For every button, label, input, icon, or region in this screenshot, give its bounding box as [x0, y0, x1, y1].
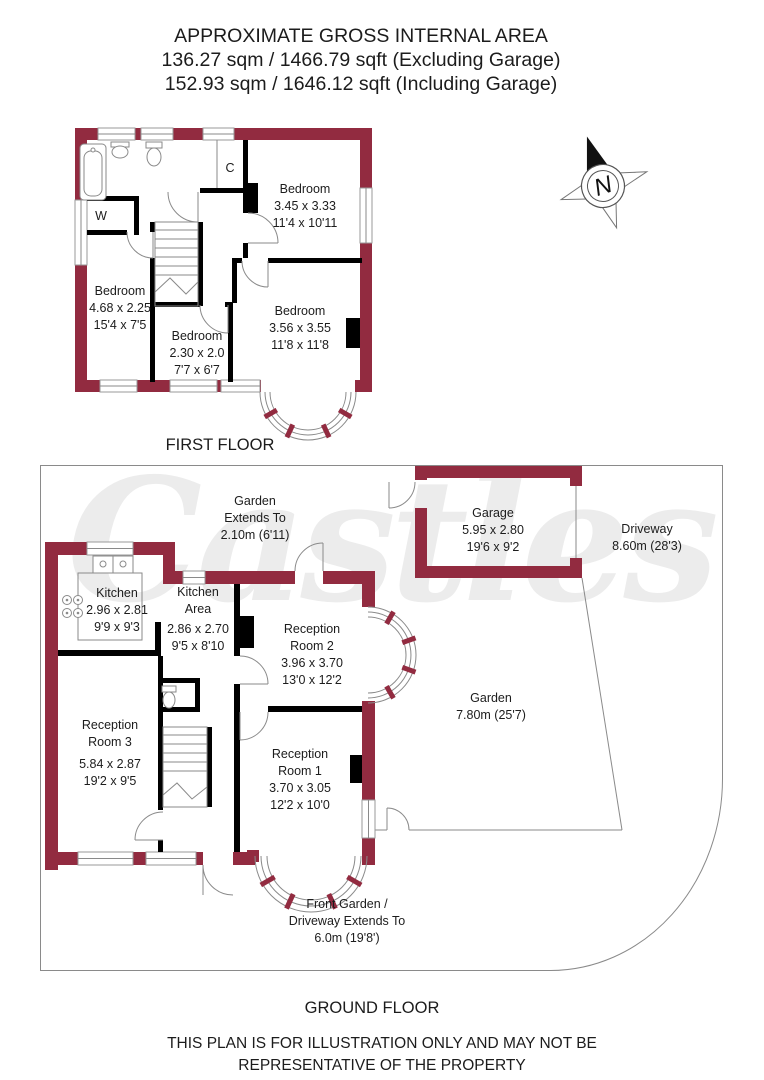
ground-floor-title: GROUND FLOOR — [305, 999, 440, 1017]
disclaimer-line2: REPRESENTATIVE OF THE PROPERTY — [238, 1057, 525, 1074]
disclaimer-line1: THIS PLAN IS FOR ILLUSTRATION ONLY AND M… — [167, 1035, 597, 1052]
driveway-label: Driveway 8.60m (28'3) — [612, 522, 682, 553]
svg-text:Room 1: Room 1 — [278, 764, 322, 778]
bedroom-left-label: Bedroom 4.68 x 2.25 15'4 x 7'5 — [89, 284, 151, 332]
svg-text:15'4 x 7'5: 15'4 x 7'5 — [94, 318, 147, 332]
svg-text:Room 2: Room 2 — [290, 639, 334, 653]
ground-floor-windows — [77, 541, 376, 866]
garage-label: Garage 5.95 x 2.80 19'6 x 9'2 — [462, 506, 524, 554]
svg-text:11'4 x 10'11: 11'4 x 10'11 — [273, 216, 338, 230]
svg-text:11'8 x 11'8: 11'8 x 11'8 — [271, 338, 329, 352]
rear-garden-label: Garden Extends To 2.10m (6'11) — [221, 494, 290, 542]
svg-text:2.96 x 2.81: 2.96 x 2.81 — [86, 603, 148, 617]
kitchen-area-label: Kitchen Area 2.86 x 2.70 9'5 x 8'10 — [167, 585, 229, 653]
first-floor-title: FIRST FLOOR — [166, 436, 275, 454]
svg-text:12'2 x 10'0: 12'2 x 10'0 — [270, 798, 330, 812]
svg-text:Bedroom: Bedroom — [275, 304, 326, 318]
svg-text:6.0m (19'8'): 6.0m (19'8') — [314, 931, 379, 945]
svg-text:9'5 x 8'10: 9'5 x 8'10 — [172, 639, 225, 653]
header-area-including: 152.93 sqm / 1646.12 sqft (Including Gar… — [165, 73, 557, 95]
ground-floor-doors — [134, 542, 324, 896]
cooker-hob-icon — [62, 595, 83, 618]
svg-text:19'6 x 9'2: 19'6 x 9'2 — [467, 540, 520, 554]
reception-1-bay-window — [254, 855, 368, 913]
wc-toilet-icon — [161, 685, 177, 709]
ground-floor-stairs — [162, 726, 208, 808]
svg-text:5.84 x 2.87: 5.84 x 2.87 — [79, 757, 141, 771]
svg-text:3.56 x 3.55: 3.56 x 3.55 — [269, 321, 331, 335]
svg-text:3.96 x 3.70: 3.96 x 3.70 — [281, 656, 343, 670]
svg-text:3.45 x 3.33: 3.45 x 3.33 — [274, 199, 336, 213]
svg-text:4.68 x 2.25: 4.68 x 2.25 — [89, 301, 151, 315]
svg-text:Area: Area — [185, 602, 211, 616]
first-floor-bay-window — [259, 379, 357, 441]
header-area-excluding: 136.27 sqm / 1466.79 sqft (Excluding Gar… — [162, 49, 561, 71]
cupboard-label: C — [225, 161, 234, 175]
svg-text:Extends To: Extends To — [224, 511, 286, 525]
first-floor-doors — [126, 191, 279, 334]
garden-fences — [375, 577, 623, 831]
compass: N — [559, 136, 649, 230]
svg-text:19'2 x 9'5: 19'2 x 9'5 — [84, 774, 137, 788]
svg-text:Bedroom: Bedroom — [280, 182, 331, 196]
wardrobe-label: W — [95, 209, 107, 223]
svg-text:Kitchen: Kitchen — [177, 585, 219, 599]
svg-text:8.60m (28'3): 8.60m (28'3) — [612, 539, 682, 553]
ground-floor-exterior-walls — [45, 542, 375, 870]
reception-1-label: Reception Room 1 3.70 x 3.05 12'2 x 10'0 — [269, 747, 331, 812]
garden-label: Garden 7.80m (25'7) — [456, 691, 526, 722]
kitchen-sink-icon — [92, 555, 134, 574]
svg-text:Reception: Reception — [272, 747, 328, 761]
agency-watermark: Castles — [67, 441, 716, 641]
kitchen-counter — [77, 572, 143, 641]
header-title: APPROXIMATE GROSS INTERNAL AREA — [174, 25, 548, 47]
reception-2-bay-window — [367, 606, 417, 704]
plot-boundary — [40, 465, 724, 972]
first-floor-plan: Bedroom 3.45 x 3.33 11'4 x 10'11 Bedroom… — [74, 127, 373, 454]
bedroom-top-label: Bedroom 3.45 x 3.33 11'4 x 10'11 — [273, 182, 338, 230]
first-floor-windows — [74, 127, 373, 393]
svg-text:7'7 x 6'7: 7'7 x 6'7 — [174, 363, 220, 377]
svg-text:Reception: Reception — [82, 718, 138, 732]
header: APPROXIMATE GROSS INTERNAL AREA 136.27 s… — [162, 25, 561, 95]
sink-icon — [110, 141, 130, 159]
svg-text:Driveway: Driveway — [621, 522, 673, 536]
svg-text:3.70 x 3.05: 3.70 x 3.05 — [269, 781, 331, 795]
svg-text:Kitchen: Kitchen — [96, 586, 138, 600]
compass-inner-ring — [587, 170, 619, 202]
svg-text:Reception: Reception — [284, 622, 340, 636]
svg-text:Front Garden /: Front Garden / — [306, 897, 388, 911]
first-floor-stairs — [154, 221, 199, 307]
reception-3-label: Reception Room 3 5.84 x 2.87 19'2 x 9'5 — [79, 718, 141, 788]
garage-structure — [388, 466, 582, 578]
svg-text:Garage: Garage — [472, 506, 514, 520]
svg-text:Bedroom: Bedroom — [172, 329, 223, 343]
svg-text:2.86 x 2.70: 2.86 x 2.70 — [167, 622, 229, 636]
svg-text:9'9 x 9'3: 9'9 x 9'3 — [94, 620, 140, 634]
ground-floor-plan: Garden Extends To 2.10m (6'11) Garage 5.… — [40, 465, 724, 1017]
svg-text:7.80m (25'7): 7.80m (25'7) — [456, 708, 526, 722]
svg-text:13'0 x 12'2: 13'0 x 12'2 — [282, 673, 342, 687]
bedroom-right-label: Bedroom 3.56 x 3.55 11'8 x 11'8 — [269, 304, 331, 352]
reception-2-label: Reception Room 2 3.96 x 3.70 13'0 x 12'2 — [281, 622, 343, 687]
svg-text:2.30 x 2.0: 2.30 x 2.0 — [170, 346, 225, 360]
first-floor-interior-walls — [87, 140, 362, 382]
svg-text:Room 3: Room 3 — [88, 735, 132, 749]
ground-floor-interior-walls — [58, 584, 362, 852]
svg-text:2.10m (6'11): 2.10m (6'11) — [221, 528, 290, 542]
kitchen-label: Kitchen 2.96 x 2.81 9'9 x 9'3 — [86, 586, 148, 634]
toilet-icon — [145, 141, 163, 167]
svg-text:5.95 x 2.80: 5.95 x 2.80 — [462, 523, 524, 537]
disclaimer: THIS PLAN IS FOR ILLUSTRATION ONLY AND M… — [167, 1035, 597, 1074]
bedroom-middle-label: Bedroom 2.30 x 2.0 7'7 x 6'7 — [170, 329, 225, 377]
svg-text:Garden: Garden — [470, 691, 512, 705]
front-garden-label: Front Garden / Driveway Extends To 6.0m … — [289, 897, 406, 945]
svg-text:Garden: Garden — [234, 494, 276, 508]
svg-text:Bedroom: Bedroom — [95, 284, 146, 298]
bathtub-icon — [79, 143, 107, 201]
svg-text:Driveway Extends To: Driveway Extends To — [289, 914, 406, 928]
